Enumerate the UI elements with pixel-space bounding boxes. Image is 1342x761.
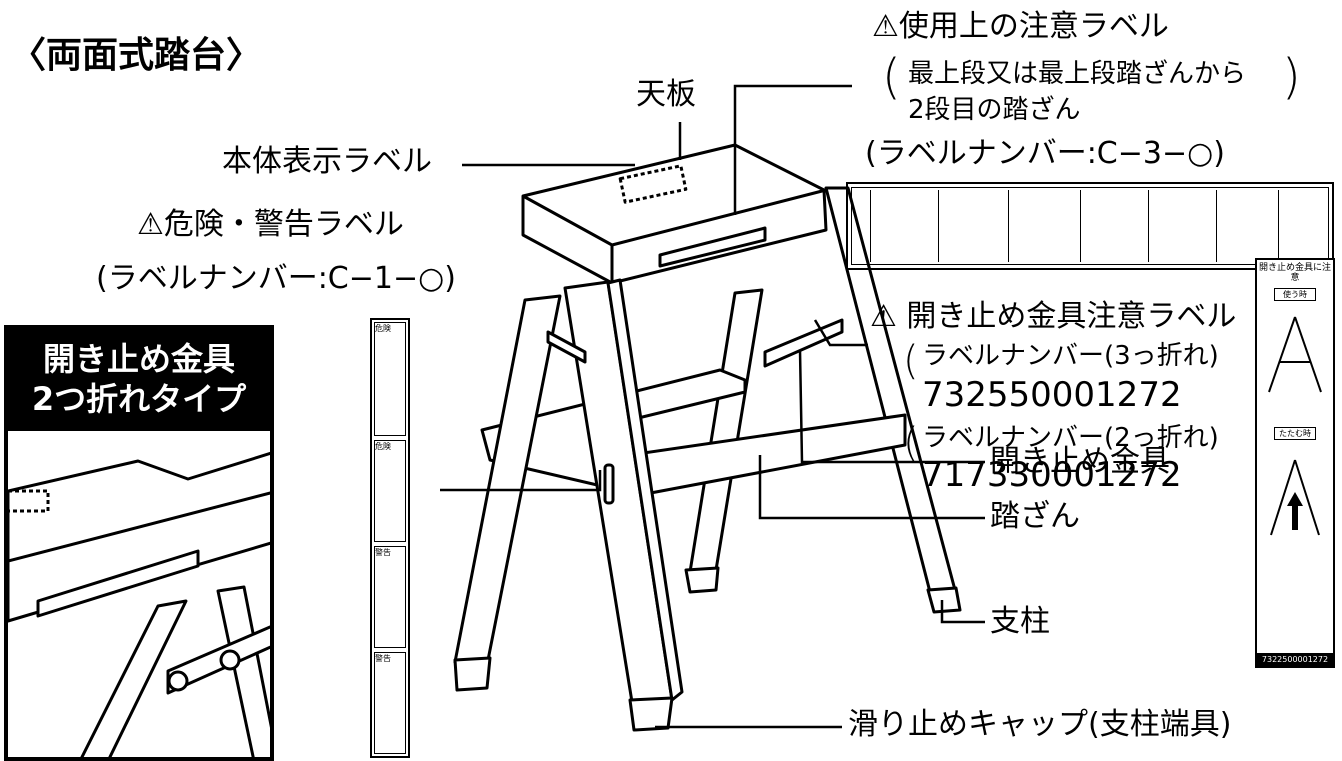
usage-paren-open: ( [882, 49, 901, 105]
sticker-panel-2: 危険 [374, 440, 406, 542]
hinge-sticker-tab2: たたむ時 [1274, 426, 1316, 440]
rear-cap-left [684, 566, 720, 594]
usage-caution-sticker [846, 182, 1334, 270]
hinge-sticker-tab1: 使う時 [1274, 287, 1316, 301]
hinge-2fold-inset: 開き止め金具 2つ折れタイプ [4, 325, 274, 761]
hinge-sticker-code: 7322500001272 [1257, 653, 1333, 666]
label-top-plate: 天板 [636, 77, 696, 112]
front-leg-left [453, 294, 562, 664]
usage-paren-close: ) [1282, 49, 1301, 105]
label-danger-warning: ⚠危険・警告ラベル [137, 207, 404, 242]
inset-heading-line-2: 2つ折れタイプ [31, 380, 247, 418]
label-body-label: 本体表示ラベル [222, 144, 432, 179]
hinge2-title: ラベルナンバー(2っ折れ) [922, 423, 1219, 453]
front-leg-r2 [606, 278, 684, 702]
sticker-panel-1: 危険 [374, 322, 406, 436]
hinge3-paren: ( [903, 338, 919, 384]
usage-note-line-1: 最上段又は最上段踏ざんから [908, 59, 1247, 89]
hinge-sticker-fold-icon [1270, 459, 1320, 536]
label-hinge-caution: ⚠ 開き止め金具注意ラベル [870, 299, 1237, 334]
hinge2-paren: ( [903, 420, 919, 466]
label-post: 支柱 [990, 604, 1050, 639]
label-cap: 滑り止めキャップ(支柱端具) [848, 707, 1232, 742]
sticker-panel-3: 警告 [374, 546, 406, 648]
usage-note-line-2: 2段目の踏ざん [908, 95, 1081, 125]
diagram-title: 〈両面式踏台〉 [10, 35, 263, 76]
rear-leg-left [688, 288, 764, 574]
inset-heading: 開き止め金具 2つ折れタイプ [8, 329, 270, 431]
label-danger-number: (ラベルナンバー:C−1−○) [96, 261, 456, 296]
hinge-brace [763, 318, 844, 368]
danger-warning-sticker: 危険 危険 警告 警告 [370, 318, 410, 758]
step-board [480, 368, 907, 497]
sticker-panel-4: 警告 [374, 652, 406, 754]
hinge-sticker-open-icon [1268, 316, 1322, 393]
inset-heading-line-1: 開き止め金具 [42, 340, 235, 378]
hinge3-title: ラベルナンバー(3っ折れ) [922, 341, 1219, 371]
front-cap-left [453, 656, 492, 692]
label-step: 踏ざん [990, 499, 1080, 534]
top-plate-slot [658, 226, 767, 268]
hinge2-number: 717330001272 [922, 455, 1182, 495]
label-usage-caution: ⚠使用上の注意ラベル [872, 9, 1169, 44]
hinge-caution-sticker: 開き止め金具に注意 使う時 たたむ時 7322500001272 [1255, 258, 1335, 668]
front-cap-right [628, 696, 674, 732]
hinge3-number: 732550001272 [922, 375, 1182, 415]
label-hinge: 開き止め金具 [990, 444, 1170, 479]
inset-drawing [8, 451, 270, 757]
rear-cap-right [926, 586, 962, 614]
top-plate-label-rect [618, 164, 688, 204]
hinge-sticker-title: 開き止め金具に注意 [1258, 263, 1331, 283]
label-usage-number: (ラベルナンバー:C−3−○) [865, 136, 1225, 171]
